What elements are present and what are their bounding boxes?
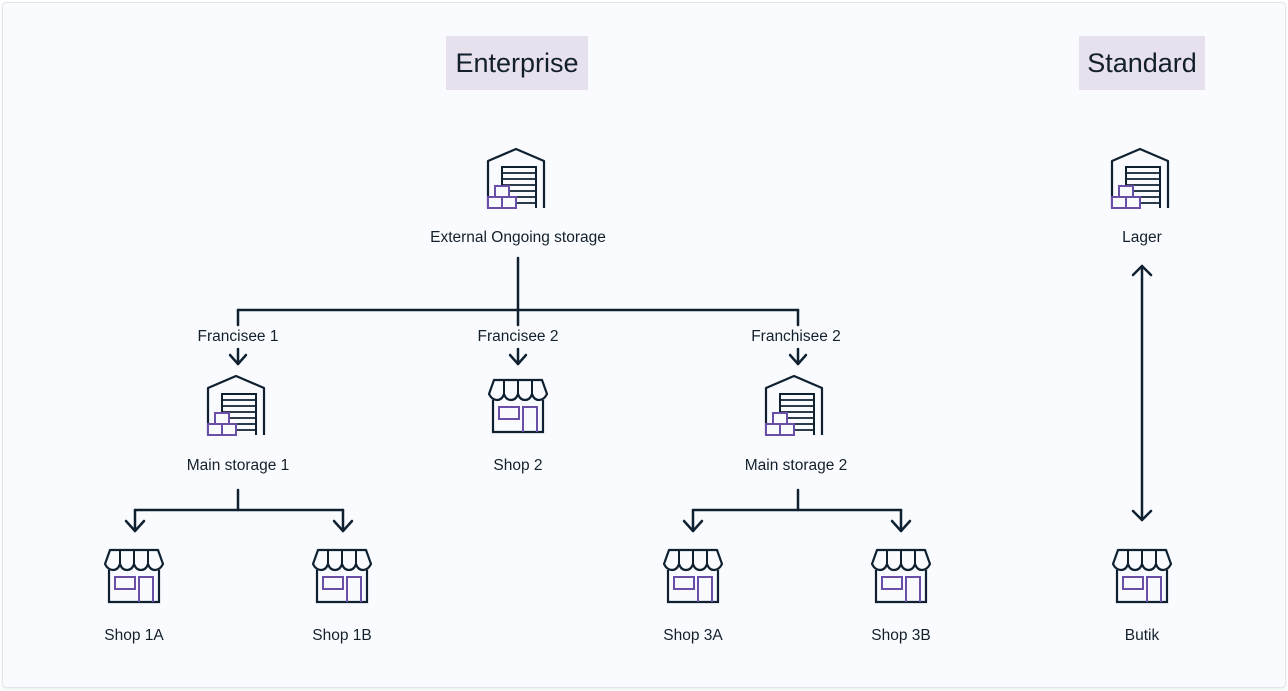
shop-icon (487, 378, 549, 434)
label-main-storage-2: Main storage 2 (744, 457, 848, 474)
shop-icon (870, 548, 932, 604)
label-francisee-1: Francisee 1 (197, 328, 279, 345)
label-main-storage-1: Main storage 1 (186, 457, 290, 474)
label-shop-1b: Shop 1B (312, 627, 372, 644)
shop-icon (311, 548, 373, 604)
shop-icon (1111, 548, 1173, 604)
connector-lines (124, 256, 1153, 533)
label-francisee-2: Francisee 2 (477, 328, 559, 345)
label-external-storage: External Ongoing storage (430, 229, 606, 246)
label-shop-2: Shop 2 (493, 457, 543, 474)
warehouse-icon (1110, 148, 1170, 210)
shop-icon (103, 548, 165, 604)
label-shop-1a: Shop 1A (104, 627, 164, 644)
warehouse-icon (486, 148, 546, 210)
label-shop-3b: Shop 3B (871, 627, 931, 644)
warehouse-icon (764, 375, 824, 437)
heading-standard: Standard (1079, 36, 1205, 90)
shop-icon (662, 548, 724, 604)
label-shop-3a: Shop 3A (663, 627, 723, 644)
label-lager: Lager (1122, 229, 1162, 246)
label-franchisee-2: Franchisee 2 (751, 328, 841, 345)
warehouse-icon (206, 375, 266, 437)
heading-enterprise: Enterprise (446, 36, 588, 90)
label-butik: Butik (1124, 627, 1160, 644)
